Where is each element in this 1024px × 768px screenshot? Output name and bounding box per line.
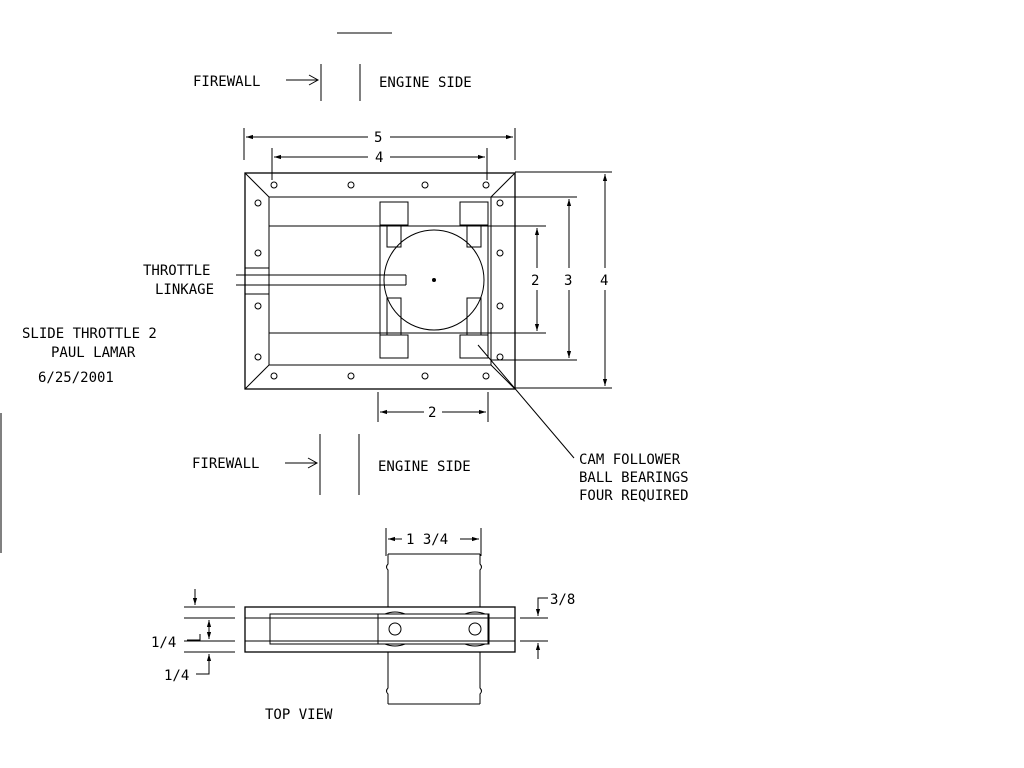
dim-label-thickness-upper: 1/4 bbox=[151, 635, 176, 651]
dim-label-slot-height: 2 bbox=[531, 273, 539, 289]
firewall-label-bottom: FIREWALL bbox=[192, 456, 259, 472]
cam-follower-label-line2: BALL BEARINGS bbox=[579, 470, 689, 486]
title-line1: SLIDE THROTTLE 2 bbox=[22, 326, 157, 342]
dim-label-plate-gap: 3/8 bbox=[550, 592, 575, 608]
dim-label-outer-height: 4 bbox=[600, 273, 608, 289]
throttle-label-line2: LINKAGE bbox=[155, 282, 214, 298]
engine-side-label-top: ENGINE SIDE bbox=[379, 75, 472, 91]
slider-assembly bbox=[379, 201, 489, 359]
dimension-thickness-left bbox=[184, 589, 235, 675]
dim-label-tube-width: 1 3/4 bbox=[406, 532, 448, 548]
carburetor-tube-top bbox=[386, 553, 482, 607]
title-date: 6/25/2001 bbox=[38, 370, 114, 386]
cam-follower-label-line3: FOUR REQUIRED bbox=[579, 488, 689, 504]
throttle-linkage-rod bbox=[236, 267, 407, 295]
dimension-bottom-width bbox=[377, 392, 489, 422]
top-view-label: TOP VIEW bbox=[265, 707, 333, 723]
throttle-label-line1: THROTTLE bbox=[143, 263, 210, 279]
engine-side-label-bottom: ENGINE SIDE bbox=[378, 459, 471, 475]
dim-label-thickness-lower: 1/4 bbox=[164, 668, 189, 684]
firewall-arrow-top bbox=[286, 74, 320, 86]
firewall-arrow-bottom bbox=[285, 457, 319, 469]
firewall-label-top: FIREWALL bbox=[193, 74, 260, 90]
dimension-right-extensions bbox=[491, 171, 612, 389]
mounting-holes bbox=[254, 181, 504, 380]
dimension-hole-spacing bbox=[271, 148, 488, 180]
cam-follower-leader bbox=[477, 344, 575, 459]
dim-label-inner-height: 3 bbox=[564, 273, 572, 289]
dimension-outer-width bbox=[243, 128, 516, 160]
dimension-tube-width bbox=[385, 528, 482, 556]
carburetor-tube-bottom bbox=[386, 652, 482, 705]
dimension-plate-gap bbox=[520, 597, 548, 659]
title-line2: PAUL LAMAR bbox=[51, 345, 136, 361]
top-view-plate bbox=[244, 606, 516, 653]
dim-label-hole-spacing: 4 bbox=[375, 150, 383, 166]
dim-label-outer-width: 5 bbox=[374, 130, 382, 146]
cam-follower-label-line1: CAM FOLLOWER bbox=[579, 452, 681, 468]
dim-label-bottom-width: 2 bbox=[428, 405, 436, 421]
